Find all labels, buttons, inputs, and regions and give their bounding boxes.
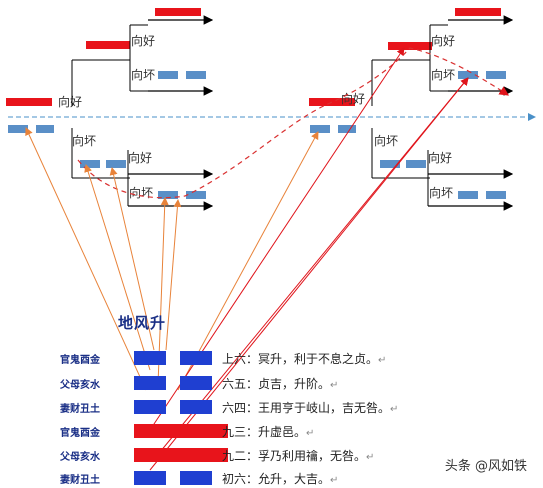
- line-relation: 妻财丑土: [60, 403, 100, 415]
- right-tree: 向好 向坏 向坏 向好 向坏: [372, 8, 514, 211]
- line-text-4: 六四：王用亨于岐山，吉无咎。↵: [222, 401, 399, 415]
- middle-node: 向好: [309, 60, 373, 178]
- right-top-yang-bar: [455, 8, 501, 16]
- left-upper-yang-bar: [86, 41, 130, 49]
- line-text-6: 上六：冥升，利于不息之贞。↵: [222, 352, 387, 366]
- middle-good-label: 向好: [341, 91, 365, 106]
- watermark: 头条 @风如铁: [444, 459, 527, 474]
- left-lower-good-label: 向好: [128, 150, 152, 165]
- left-top-yang-bar: [155, 8, 201, 16]
- line-text-3: 九三：升虚邑。↵: [222, 425, 315, 439]
- line-text-1: 初六：允升，大吉。↵: [222, 472, 339, 486]
- hexagram-line-2: 父母亥水: [60, 446, 228, 464]
- yin-line: [134, 351, 212, 365]
- left-upper-bad-label: 向坏: [131, 67, 155, 82]
- left-lower-bad-label: 向坏: [72, 133, 96, 148]
- right-upper-bad-label: 向坏: [431, 67, 455, 82]
- right-upper-good-label: 向好: [431, 33, 455, 48]
- line-relation: 妻财丑土: [60, 474, 100, 486]
- hexagram-title: 地风升: [118, 314, 167, 332]
- line-text-5: 六五：贞吉，升阶。↵: [222, 377, 339, 391]
- right-lower-good-label: 向好: [428, 150, 452, 165]
- left-root-yang-bar: [6, 98, 52, 106]
- orange-arrows: [25, 127, 319, 391]
- yin-line: [134, 376, 212, 390]
- line-relation: 父母亥水: [60, 379, 100, 391]
- line-relation: 官鬼酉金: [60, 354, 100, 366]
- right-lower-bad-label: 向坏: [374, 133, 398, 148]
- left-bottom-bad-label: 向坏: [129, 185, 153, 200]
- left-tree: 向好 向好 向坏 向坏 向好 向坏: [6, 8, 214, 211]
- yang-line: [134, 448, 228, 462]
- left-root-good-label: 向好: [58, 94, 82, 109]
- hexagram-line-4: 妻财丑土: [60, 398, 212, 416]
- hexagram-line-1: 妻财丑土: [60, 469, 212, 487]
- right-bottom-bad-label: 向坏: [429, 185, 453, 200]
- yin-line: [134, 400, 212, 414]
- hexagram-line-5: 父母亥水: [60, 374, 212, 392]
- right-upper-yang-bar: [388, 42, 432, 50]
- line-relation: 官鬼酉金: [60, 427, 100, 439]
- yin-line: [134, 471, 212, 485]
- line-relation: 父母亥水: [60, 451, 100, 463]
- hexagram-line-3: 官鬼酉金: [60, 422, 228, 440]
- hexagram-line-6: 官鬼酉金: [60, 349, 212, 367]
- yang-line: [134, 424, 228, 438]
- line-text-2: 九二：孚乃利用禴，无咎。↵: [222, 449, 375, 463]
- middle-yang-bar: [309, 98, 355, 106]
- left-upper-good-label: 向好: [131, 33, 155, 48]
- left-root-yin-bar-1: [8, 125, 28, 133]
- left-root-yin-bar-2: [36, 125, 54, 133]
